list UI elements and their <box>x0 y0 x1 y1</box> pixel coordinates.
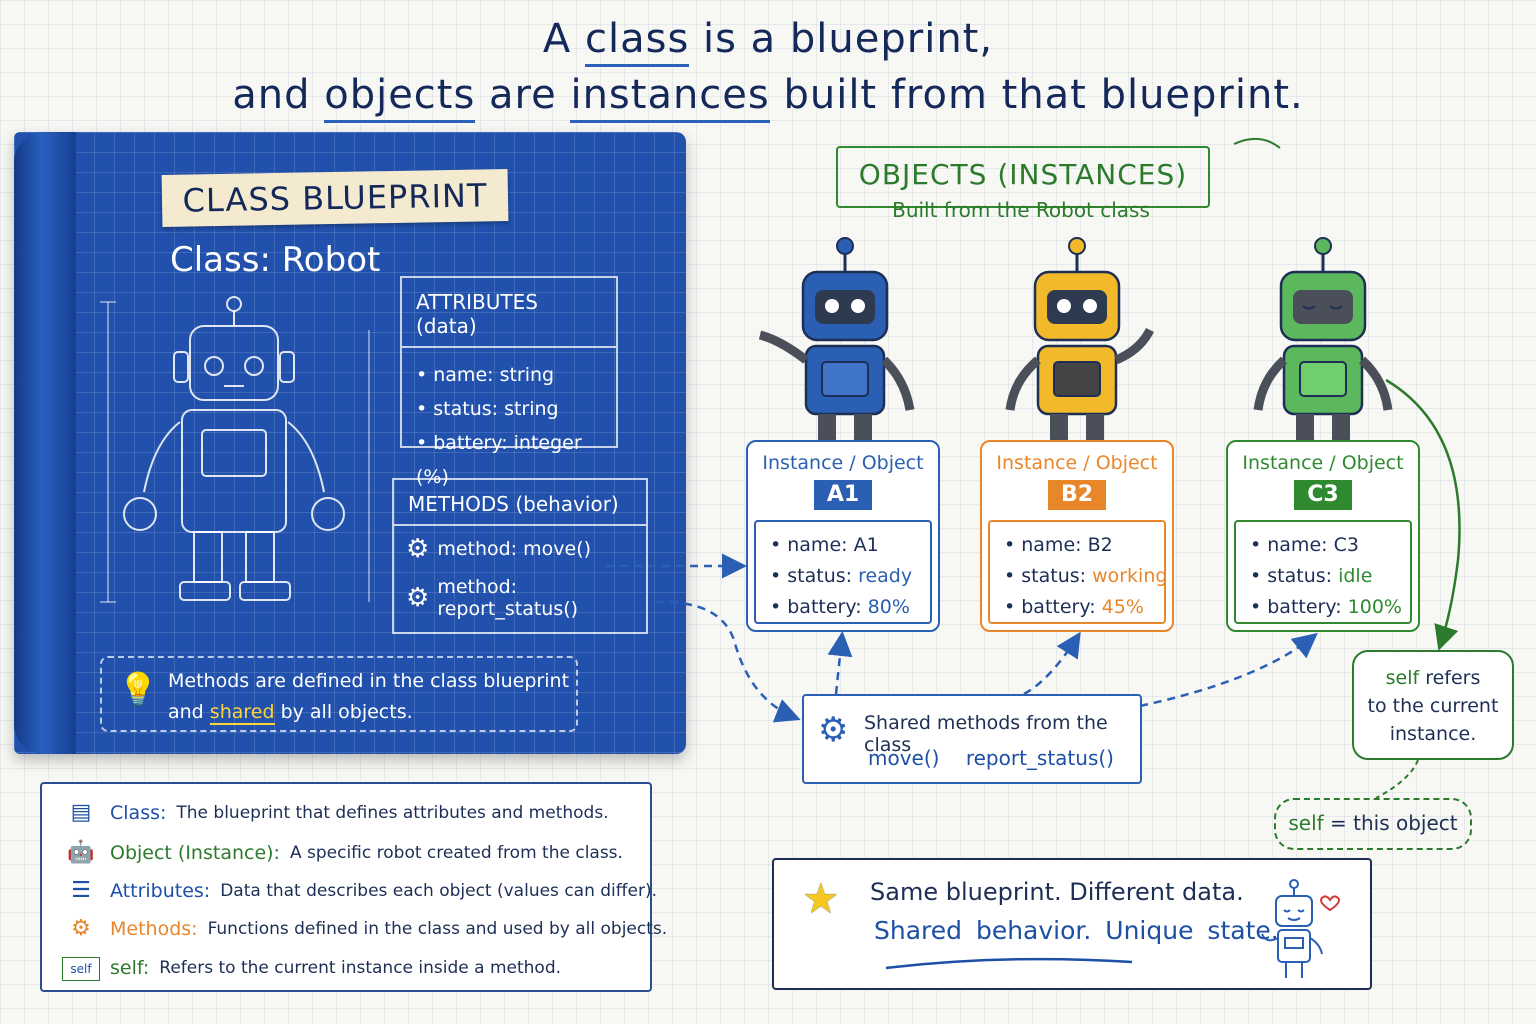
instance-name: name: B2 <box>1004 530 1150 561</box>
instance-values: name: A1 status: ready battery: 80% <box>754 520 932 624</box>
instance-card-c3: Instance / Object C3 name: C3 status: id… <box>1226 440 1420 632</box>
robot-icon: 🤖 <box>67 840 95 865</box>
title-objects-word: objects <box>324 72 476 123</box>
shared-methods-title: Shared methods from the class <box>864 712 1108 756</box>
instance-name: name: C3 <box>1250 530 1396 561</box>
gear-icon: ⚙ <box>406 583 430 613</box>
star-icon: ★ <box>802 874 840 923</box>
attributes-header: ATTRIBUTES (data) <box>402 278 616 348</box>
lightbulb-icon: 💡 <box>118 670 158 708</box>
attribute-item: status: string <box>416 392 602 426</box>
robot-b2-icon <box>1005 237 1155 440</box>
gear-icon: ⚙ <box>71 916 91 941</box>
instance-battery: battery: 80% <box>770 592 916 623</box>
gear-icon: ⚙ <box>818 710 849 750</box>
objects-header: OBJECTS (INSTANCES) <box>836 146 1210 208</box>
legend-row-attributes: ☰ Attributes: Data that describes each o… <box>62 878 657 903</box>
arrow-shared-to-c3 <box>1139 632 1318 708</box>
self-explanation-bubble: self refers to the current instance. <box>1352 650 1514 760</box>
robot-c3-icon <box>1253 237 1393 440</box>
methods-header: METHODS (behavior) <box>394 480 646 526</box>
instance-card-b2: Instance / Object B2 name: B2 status: wo… <box>980 440 1174 632</box>
attributes-box: ATTRIBUTES (data) name: string status: s… <box>400 276 618 488</box>
instance-status: status: ready <box>770 561 916 592</box>
robot-a1-icon <box>758 237 915 440</box>
instance-name: name: A1 <box>770 530 916 561</box>
robot-wireframe-icon <box>100 296 370 603</box>
blueprint-note: 💡 Methods are defined in the class bluep… <box>100 656 578 732</box>
instance-values: name: B2 status: working battery: 45% <box>988 520 1167 624</box>
legend-row-class: ▤ Class: The blueprint that defines attr… <box>62 800 609 825</box>
blueprint-icon: ▤ <box>70 800 92 825</box>
instance-id-badge: B2 <box>1048 480 1106 510</box>
summary-box: ★ Same blueprint. Different data. Shared… <box>772 858 1372 990</box>
attribute-item: battery: integer (%) <box>416 426 602 494</box>
instance-id-badge: C3 <box>1294 480 1352 510</box>
class-blueprint-panel: CLASS BLUEPRINT Class: Robot ATTRIBUTES … <box>14 132 686 754</box>
legend-row-object: 🤖 Object (Instance): A specific robot cr… <box>62 840 623 865</box>
summary-underline <box>885 957 1133 970</box>
instance-label: Instance / Object <box>762 452 924 474</box>
legend-box: ▤ Class: The blueprint that defines attr… <box>40 782 667 992</box>
class-name: Class: Robot <box>170 240 381 280</box>
self-icon: self <box>62 957 100 981</box>
method-move: ⚙method: move() <box>406 534 592 564</box>
objects-swoosh <box>1233 137 1281 149</box>
shared-methods-list: move() report_status() <box>868 746 1114 770</box>
summary-line-2: Shared behavior. Unique state. <box>874 916 1279 945</box>
scroll-roll <box>14 132 76 754</box>
title-instances-word: instances <box>570 72 770 123</box>
gear-icon: ⚙ <box>406 534 430 564</box>
attribute-item: name: string <box>416 358 602 392</box>
instance-card-a1: Instance / Object A1 name: A1 status: re… <box>746 440 940 632</box>
list-icon: ☰ <box>71 878 91 903</box>
summary-line-1: Same blueprint. Different data. <box>870 878 1244 906</box>
instance-label: Instance / Object <box>996 452 1158 474</box>
objects-subtitle: Built from the Robot class <box>892 198 1150 222</box>
instance-battery: battery: 45% <box>1004 592 1150 623</box>
legend-row-methods: ⚙ Methods: Functions defined in the clas… <box>62 916 667 941</box>
blueprint-tag: CLASS BLUEPRINT <box>161 168 509 228</box>
method-report-status: ⚙method: report_status() <box>406 576 579 620</box>
self-bubble-tail <box>1375 759 1419 799</box>
instance-status: status: working <box>1004 561 1167 592</box>
arrow-shared-to-a1 <box>827 631 853 695</box>
shared-methods-box: ⚙ Shared methods from the class move() r… <box>802 694 1142 784</box>
title-class-word: class <box>585 16 690 67</box>
instance-id-badge: A1 <box>814 480 872 510</box>
instance-label: Instance / Object <box>1242 452 1404 474</box>
shared-word: shared <box>209 701 275 725</box>
instance-status: status: idle <box>1250 561 1396 592</box>
methods-box: METHODS (behavior) ⚙method: move() ⚙meth… <box>392 478 648 634</box>
self-equals-chip: self = this object <box>1274 798 1472 850</box>
instance-battery: battery: 100% <box>1250 592 1402 623</box>
happy-robot-icon <box>1261 879 1340 978</box>
legend-row-self: self self: Refers to the current instanc… <box>62 954 561 981</box>
arrow-shared-to-b2 <box>1023 631 1081 696</box>
title-line-1: A class is a blueprint, <box>0 16 1536 67</box>
title-line-2: and objects are instances built from tha… <box>0 72 1536 123</box>
instance-values: name: C3 status: idle battery: 100% <box>1234 520 1412 624</box>
